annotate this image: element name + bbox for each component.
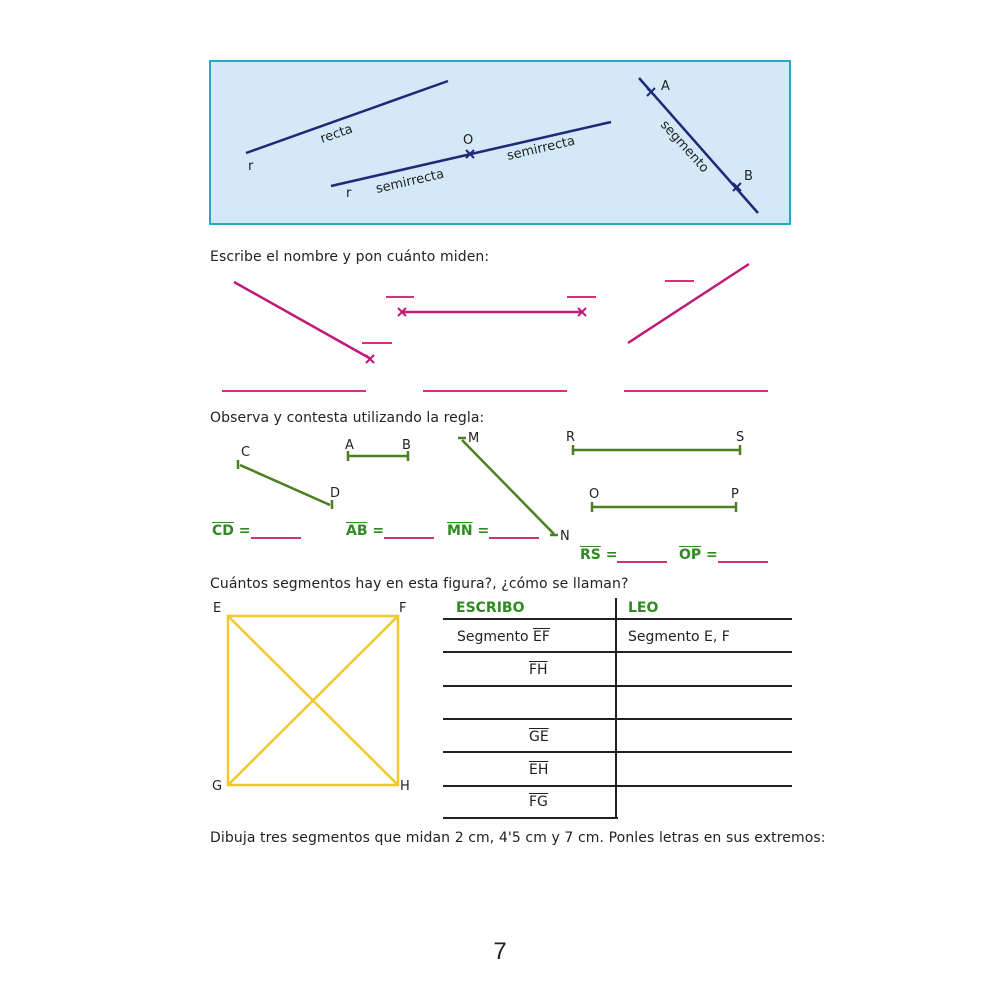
exercise1-instruction: Escribe el nombre y pon cuánto miden: — [210, 249, 490, 265]
table-header-escribo: ESCRIBO — [456, 600, 525, 616]
answer-mn: MN = — [447, 523, 540, 539]
point-s-label: S — [736, 430, 744, 445]
segment-end-b-label: B — [744, 169, 753, 184]
escribo-segment: FH — [529, 662, 548, 678]
magenta-ray-1-mark — [365, 354, 375, 364]
answer-rs-blank[interactable] — [617, 547, 668, 563]
leo-cell: Segmento E, F — [628, 629, 730, 645]
definitions-box — [209, 60, 791, 225]
answer-ab: AB = — [346, 523, 435, 539]
segment-cd — [239, 463, 331, 507]
escribo-segment: FG — [529, 794, 548, 810]
point-n-label: N — [560, 529, 570, 544]
answer-op-segment: OP — [679, 547, 702, 563]
diagonal-fg — [227, 615, 399, 786]
answer-cd-blank[interactable] — [250, 523, 301, 539]
magenta-ray-1 — [233, 280, 372, 361]
vertex-g-label: G — [212, 779, 222, 794]
table-rule — [443, 751, 792, 753]
origin-label: O — [463, 133, 473, 148]
recta-line — [245, 79, 449, 155]
table-row: FH — [529, 662, 548, 678]
exercise4-instruction: Dibuja tres segmentos que midan 2 cm, 4'… — [210, 830, 826, 846]
magenta-segment-mark-left — [397, 307, 407, 317]
origin-mark — [465, 149, 475, 159]
table-rule — [443, 618, 792, 620]
table-row: EH — [529, 762, 548, 778]
exercise3-instruction: Cuántos segmentos hay en esta figura?, ¿… — [210, 576, 629, 592]
point-o-label: O — [589, 487, 599, 502]
segment-end-a-mark — [646, 87, 656, 97]
vertex-h-label: H — [400, 779, 410, 794]
point-m-label: M — [468, 431, 479, 446]
answer-rs-eq: = — [605, 547, 618, 563]
drawing-area[interactable] — [210, 856, 790, 926]
magenta-segment-mark-right — [577, 307, 587, 317]
answer-cd: CD = — [212, 523, 301, 539]
table-row: FG — [529, 794, 548, 810]
page-number: 7 — [493, 938, 507, 965]
escribo-prefix: Segmento — [457, 629, 529, 645]
answer-ab-eq: = — [372, 523, 385, 539]
answer-op: OP = — [679, 547, 768, 563]
vertex-f-label: F — [399, 601, 406, 616]
answer-cd-segment: CD — [212, 523, 234, 539]
point-c-label: C — [241, 445, 250, 460]
segment-end-b-mark — [732, 182, 742, 192]
answer-mn-eq: = — [477, 523, 490, 539]
table-rule — [443, 817, 618, 819]
magenta-line — [627, 262, 750, 345]
vertex-e-label: E — [213, 601, 221, 616]
table-rule — [443, 651, 792, 653]
answer-ab-segment: AB — [346, 523, 368, 539]
answer-op-blank[interactable] — [717, 547, 768, 563]
table-rule — [443, 785, 792, 787]
answer-rs-segment: RS — [580, 547, 601, 563]
point-d-label: D — [330, 486, 340, 501]
exercise2-instruction: Observa y contesta utilizando la regla: — [210, 410, 485, 426]
table-row: Segmento EF — [457, 629, 550, 645]
point-r-label: R — [566, 430, 575, 445]
table-divider — [615, 598, 617, 818]
segment-mn — [461, 439, 555, 535]
point-b-label: B — [402, 438, 411, 453]
answer-cd-eq: = — [238, 523, 251, 539]
point-p-label: P — [731, 487, 739, 502]
escribo-segment: GE — [529, 729, 549, 745]
answer-op-eq: = — [706, 547, 718, 563]
escribo-segment: EH — [529, 762, 549, 778]
answer-rs: RS = — [580, 547, 668, 563]
segmento-line — [638, 77, 759, 214]
table-rule — [443, 718, 792, 720]
segment-end-a-label: A — [661, 79, 670, 94]
answer-ab-blank[interactable] — [384, 523, 435, 539]
answer-mn-blank[interactable] — [489, 523, 540, 539]
escribo-segment: EF — [533, 629, 550, 645]
table-header-leo: LEO — [628, 600, 659, 616]
table-rule — [443, 685, 792, 687]
answer-mn-segment: MN — [447, 523, 473, 539]
point-a-label: A — [345, 438, 354, 453]
recta-point-label: r — [248, 159, 254, 174]
table-row: GE — [529, 729, 549, 745]
square-outline — [226, 614, 400, 787]
semirrecta-point-label: r — [346, 186, 352, 201]
